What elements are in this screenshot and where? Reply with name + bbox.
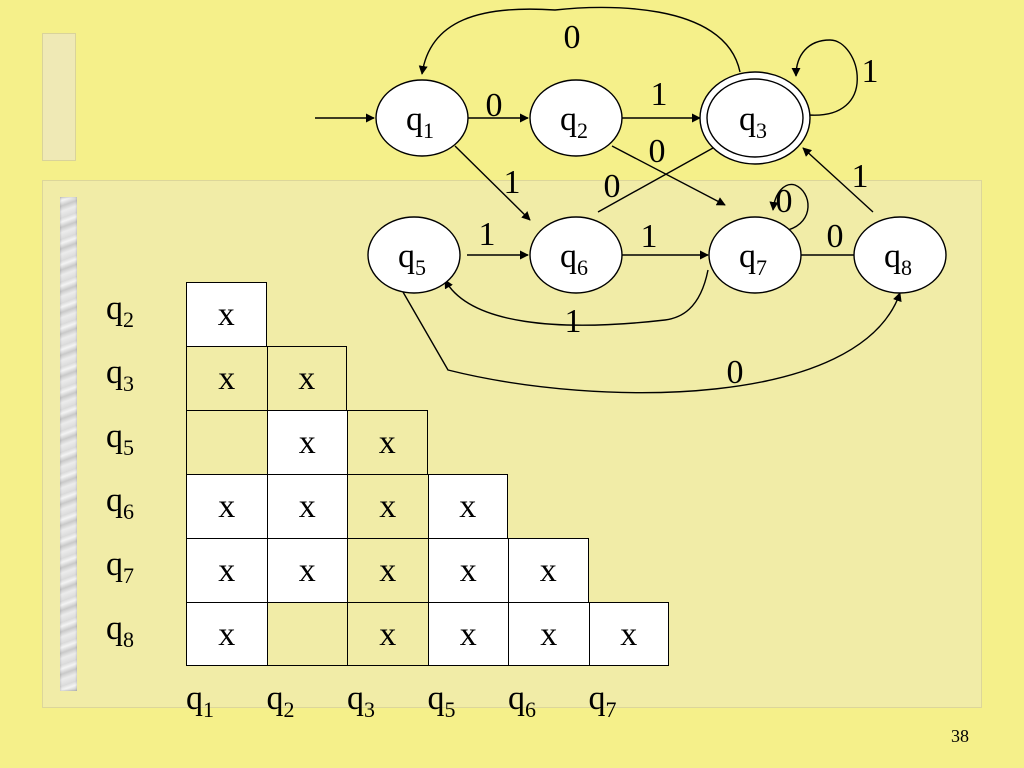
table-cell: x bbox=[186, 282, 267, 346]
marble-strip bbox=[60, 197, 77, 691]
row-label: q2 bbox=[106, 290, 134, 332]
table-cell: x bbox=[427, 602, 508, 666]
table-cell: x bbox=[508, 538, 589, 602]
state-q3: q3 bbox=[699, 71, 811, 165]
state-q5: q5 bbox=[367, 216, 461, 294]
table-cell: x bbox=[588, 602, 669, 666]
col-label: q2 bbox=[266, 680, 295, 722]
transition-q7-q5 bbox=[444, 269, 709, 326]
page-number: 38 bbox=[951, 726, 969, 746]
state-label: q3 bbox=[739, 101, 767, 143]
table-cell: x bbox=[186, 346, 267, 410]
col-label: q6 bbox=[508, 680, 536, 722]
transition-q1-q6 bbox=[454, 145, 531, 221]
table-cell: x bbox=[186, 474, 267, 538]
row-label: q3 bbox=[106, 354, 134, 396]
state-label: q8 bbox=[884, 238, 912, 280]
row-label: q8 bbox=[106, 610, 134, 652]
table-cell: x bbox=[186, 602, 267, 666]
transition-q3-q3 bbox=[791, 39, 858, 116]
transition-label: 0 bbox=[727, 354, 744, 391]
state-label: q7 bbox=[739, 238, 767, 280]
transition-label: 1 bbox=[504, 164, 521, 201]
transition-label: 1 bbox=[479, 216, 496, 253]
col-label: q1 bbox=[186, 680, 214, 722]
table-cell: x bbox=[266, 346, 347, 410]
state-label: q1 bbox=[406, 101, 434, 143]
table-cell: x bbox=[347, 410, 428, 474]
col-label: q3 bbox=[347, 680, 375, 722]
transition-label: 0 bbox=[486, 87, 503, 124]
transition-label: 1 bbox=[651, 76, 668, 113]
col-label: q5 bbox=[427, 680, 456, 722]
state-q6: q6 bbox=[529, 216, 623, 294]
transition-q8-q3 bbox=[802, 147, 874, 213]
table-cell bbox=[186, 410, 267, 474]
state-q2: q2 bbox=[529, 79, 623, 157]
table-cell: x bbox=[266, 538, 347, 602]
table-cell: x bbox=[266, 410, 347, 474]
transition-label: 1 bbox=[565, 303, 582, 340]
state-q1: q1 bbox=[375, 79, 469, 157]
transition-q2-q7 bbox=[611, 145, 726, 206]
transition-label: 0 bbox=[564, 19, 581, 56]
row-label: q5 bbox=[106, 418, 134, 460]
table-cell: x bbox=[266, 474, 347, 538]
col-label: q7 bbox=[588, 680, 617, 722]
transition-label: 0 bbox=[649, 133, 666, 170]
table-cell: x bbox=[427, 474, 508, 538]
row-label: q6 bbox=[106, 482, 134, 524]
transition-label: 0 bbox=[776, 183, 793, 220]
state-label: q5 bbox=[398, 238, 426, 280]
table-cell: x bbox=[347, 602, 428, 666]
state-q8: q8 bbox=[853, 216, 947, 294]
transition-label: 1 bbox=[641, 218, 658, 255]
decorative-panel-top bbox=[42, 33, 76, 161]
table-cell: x bbox=[427, 538, 508, 602]
state-q7: q7 bbox=[708, 216, 802, 294]
transition-q6-q3 bbox=[597, 142, 723, 213]
table-cell: x bbox=[347, 538, 428, 602]
table-cell: x bbox=[347, 474, 428, 538]
transition-q7-q7 bbox=[769, 183, 809, 231]
transition-label: 1 bbox=[852, 158, 869, 195]
transition-q5-q8 bbox=[402, 291, 902, 394]
transition-label: 1 bbox=[862, 53, 879, 90]
row-label: q7 bbox=[106, 546, 134, 588]
transition-label: 0 bbox=[827, 218, 844, 255]
table-cell: x bbox=[508, 602, 589, 666]
transition-q3-q1 bbox=[418, 6, 741, 75]
table-cell: x bbox=[186, 538, 267, 602]
table-cell bbox=[266, 602, 347, 666]
transition-label: 0 bbox=[604, 168, 621, 205]
state-label: q6 bbox=[560, 238, 588, 280]
state-label: q2 bbox=[560, 101, 588, 143]
